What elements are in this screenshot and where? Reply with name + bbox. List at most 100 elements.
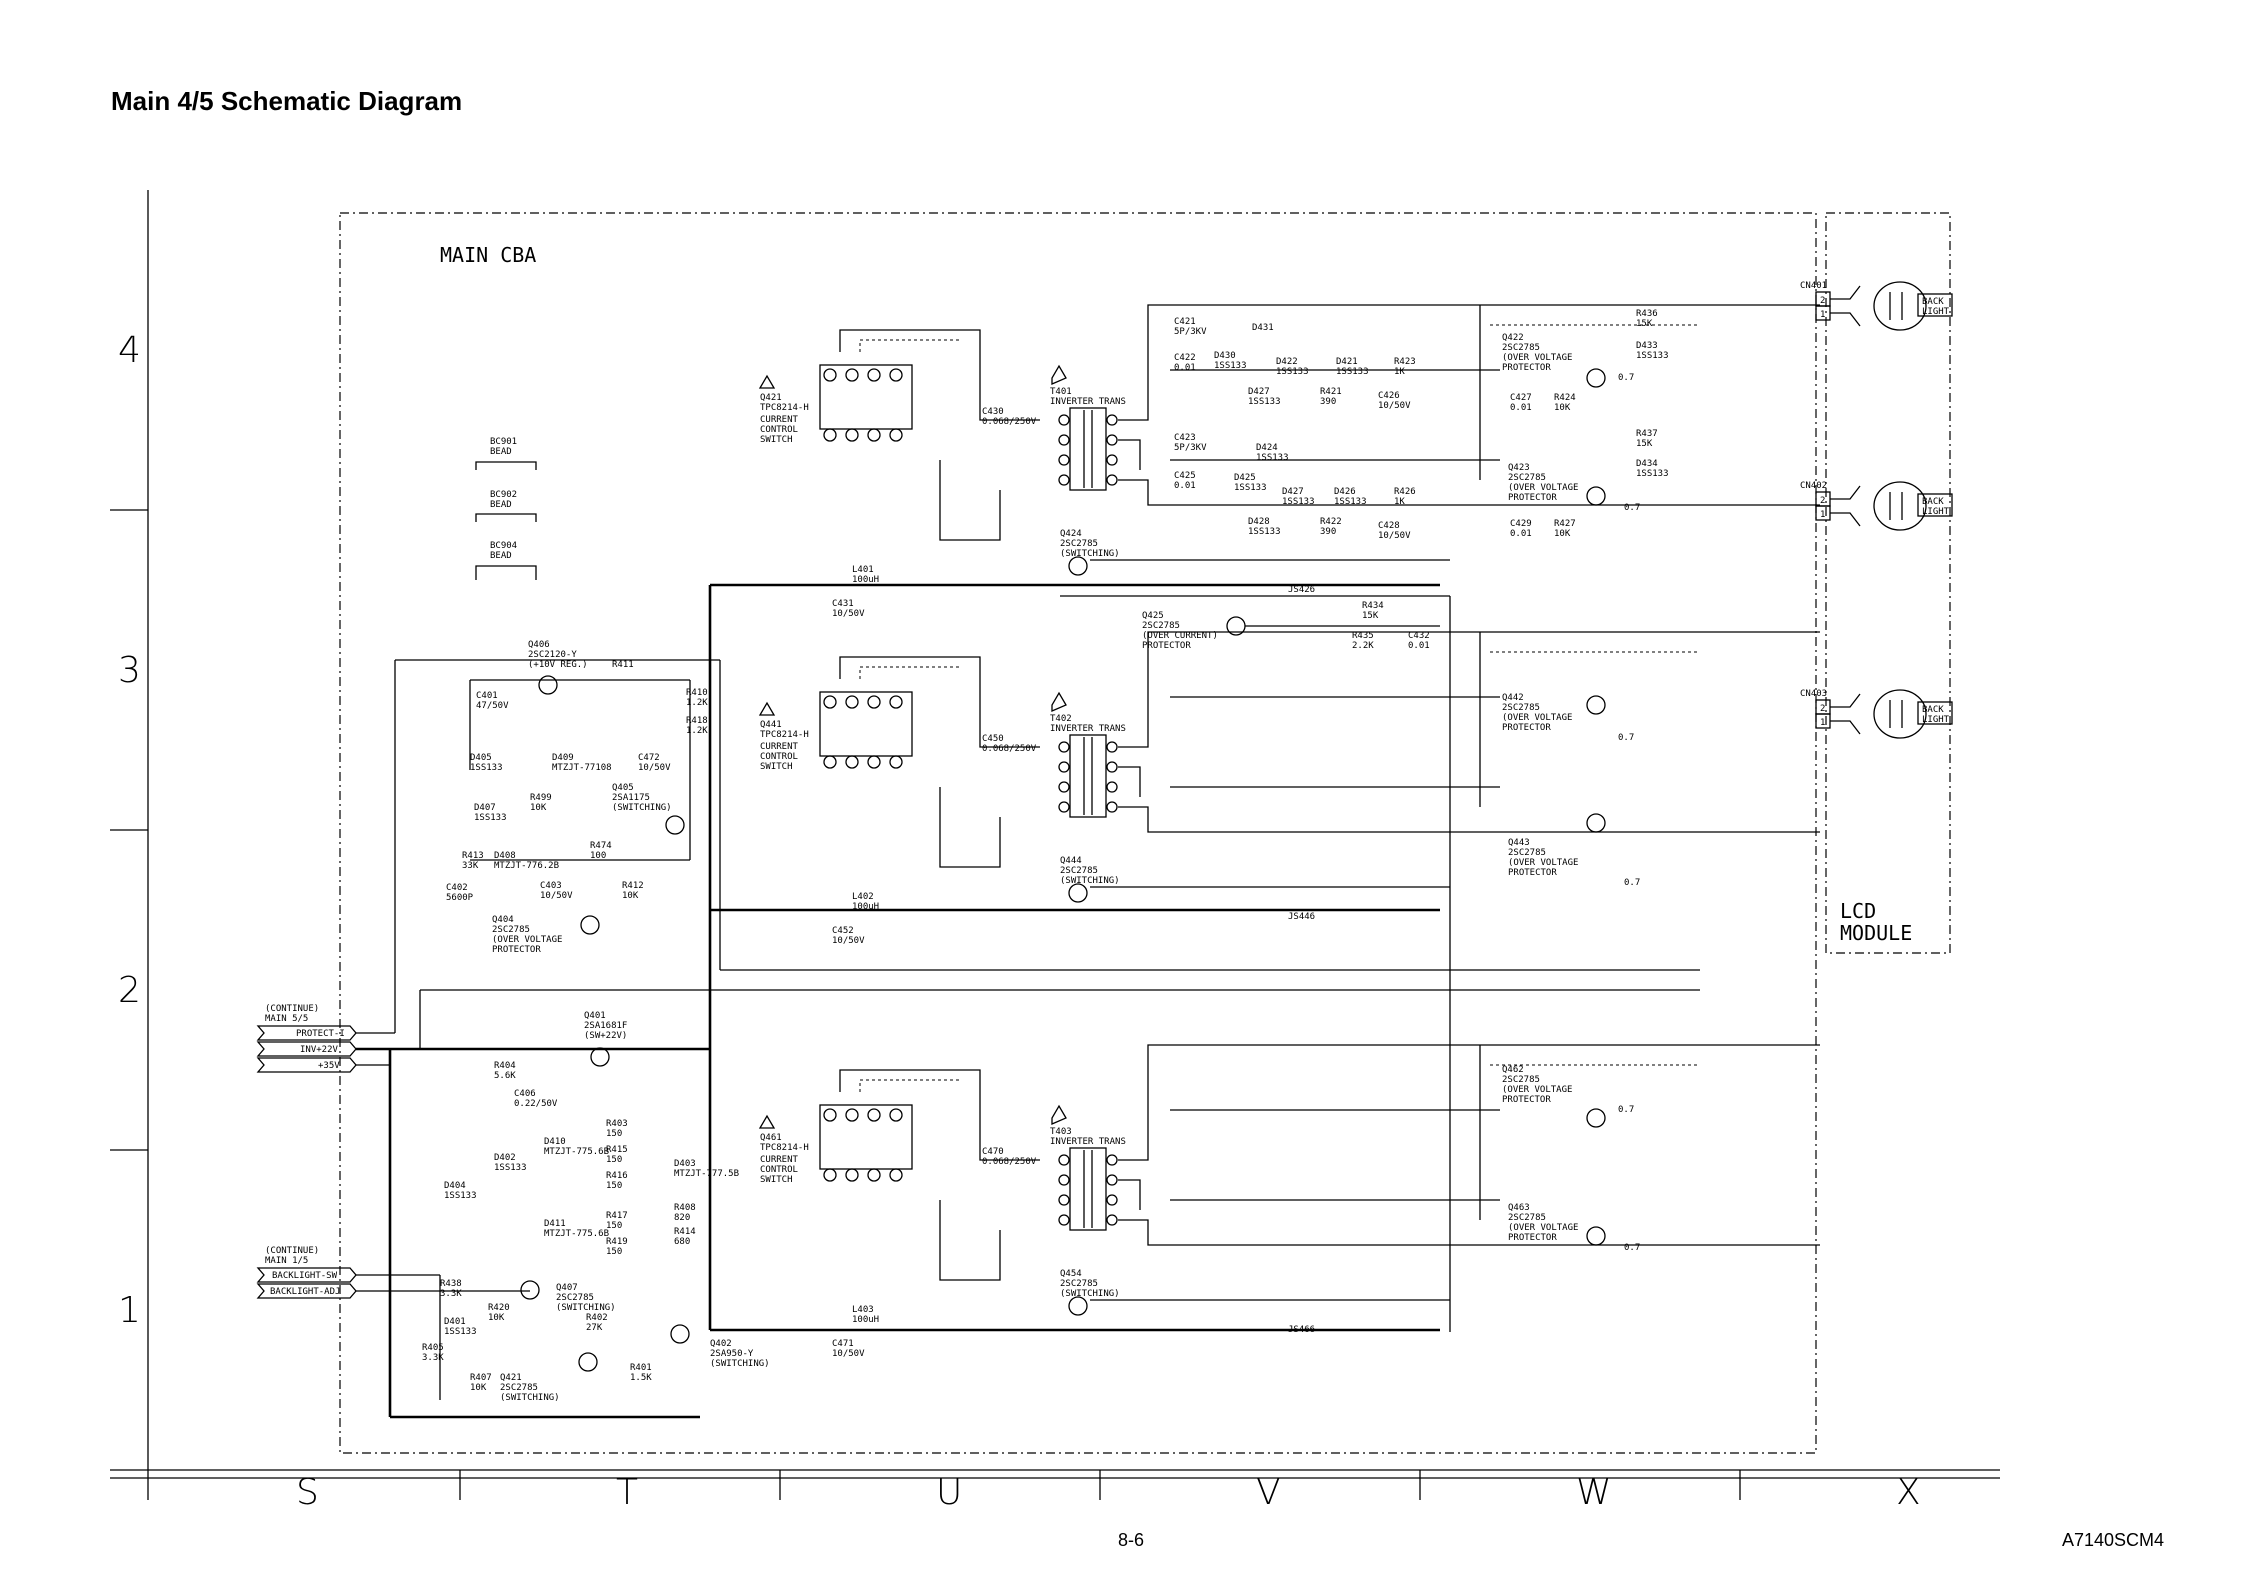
hv-part-val: 1SS133 [1248,397,1281,407]
grid-frame [110,190,2000,1500]
inverter-block: Q461TPC8214-HCURRENTCONTROLSWITCHT403INV… [758,1044,1820,1359]
coil-ref: L403 [852,1305,874,1315]
lcd-label-2: MODULE [1840,921,1912,945]
q425-ref: Q425 [1142,611,1164,621]
q405-ref: Q405 [612,783,634,793]
grid-col-x: X [1896,1472,1921,1513]
r405-ref: R405 [422,1343,444,1353]
q425-role: (OVER CURRENT) [1142,631,1218,641]
r401-ref: R401 [630,1363,652,1373]
connector-ref: CN401 [1800,281,1827,291]
r413-val: 33K [462,861,479,871]
protector-ref: Q423 [1508,463,1530,473]
r415-ref: R415 [606,1145,628,1155]
q407-part: 2SC2785 [556,1293,594,1303]
grid-row-2: 2 [118,970,141,1011]
hv-part-ref: D421 [1336,357,1358,367]
trans-name: INVERTER TRANS [1050,397,1126,407]
switch-cluster: Q401 2SA1681F (SW+22V) R404 5.6K C406 0.… [422,1011,770,1403]
protector-part: 2SC2785 [1508,848,1546,858]
trans-ref: T401 [1050,387,1072,397]
q404-ref: Q404 [492,915,514,925]
r404-val: 5.6K [494,1071,516,1081]
backlight-label: BACK [1922,297,1944,307]
hv-part-val: 1SS133 [1636,469,1669,479]
protector-voltage: 0.7 [1624,878,1640,888]
r434-val: 15K [1362,611,1379,621]
sw-part: 2SC2785 [1060,539,1098,549]
d403-ref: D403 [674,1159,696,1169]
protector-ref: Q463 [1508,1203,1530,1213]
hv-part-val: 1SS133 [1256,453,1289,463]
jumper-ref: JS466 [1288,1325,1315,1335]
r420-ref: R420 [488,1303,510,1313]
c401-ref: C401 [476,691,498,701]
q425-role: PROTECTOR [1142,641,1191,651]
hv-part-ref: C428 [1378,521,1400,531]
r438-ref: R438 [440,1279,462,1289]
hv-part-ref: C425 [1174,471,1196,481]
regulator-cluster: Q406 2SC2120-Y (+10V REG.) R411 C401 47/… [446,640,708,955]
inverter-block: Q441TPC8214-HCURRENTCONTROLSWITCHT402INV… [758,631,1820,946]
continue-label: MAIN 5/5 [265,1014,308,1024]
main-cba-boundary [339,212,1817,1454]
trans-name: INVERTER TRANS [1050,1137,1126,1147]
q401-ref: Q401 [584,1011,606,1021]
hv-part-ref: C426 [1378,391,1400,401]
d410-val: MTZJT-775.6B [544,1147,609,1157]
hv-part-ref: C427 [1510,393,1532,403]
protector-part: 2SC2785 [1508,1213,1546,1223]
q406-ref: Q406 [528,640,550,650]
trans-ref: T403 [1050,1127,1072,1137]
bead-val: BEAD [490,500,512,510]
d404-ref: D404 [444,1181,466,1191]
hv-part-ref: R437 [1636,429,1658,439]
d402-ref: D402 [494,1153,516,1163]
d402-val: 1SS133 [494,1163,527,1173]
hv-part-val: 390 [1320,397,1336,407]
protector-part: 2SC2785 [1502,703,1540,713]
d405-ref: D405 [470,753,492,763]
d408-val: MTZJT-776.2B [494,861,559,871]
q406-part: 2SC2120-Y [528,650,577,660]
q401-part: 2SA1681F [584,1021,627,1031]
cap-val: 10/50V [832,609,865,619]
q406-role: (+10V REG.) [528,660,588,670]
c472-ref: C472 [638,753,660,763]
protector-ref: Q442 [1502,693,1524,703]
connector-pin: 2 [1820,296,1825,306]
sw-role: (SWITCHING) [1060,876,1120,886]
r414-ref: R414 [674,1227,696,1237]
continue-label: (CONTINUE) [265,1004,319,1014]
sw-role: (SWITCHING) [1060,1289,1120,1299]
hv-part-ref: D427 [1248,387,1270,397]
hv-part-ref: C423 [1174,433,1196,443]
hv-part-ref: R427 [1554,519,1576,529]
backlight-sw-signal: BACKLIGHT-SW [272,1271,338,1281]
q421b-role: (SWITCHING) [500,1393,560,1403]
continue-label: (CONTINUE) [265,1246,319,1256]
ic-role: CONTROL [760,1165,798,1175]
hv-part-val: 1K [1394,367,1405,377]
cap-val: 10/50V [832,936,865,946]
hv-part-ref: D426 [1334,487,1356,497]
r410-ref: R410 [686,688,708,698]
sw-ref: Q424 [1060,529,1082,539]
hv-part-val: 10K [1554,529,1571,539]
q405-part: 2SA1175 [612,793,650,803]
cap-val: 0.068/250V [982,417,1037,427]
hv-part-ref: D430 [1214,351,1236,361]
protector-ref: Q422 [1502,333,1524,343]
hv-part-val: 1SS133 [1336,367,1369,377]
d409-val: MTZJT-77108 [552,763,612,773]
hv-part-val: 10/50V [1378,531,1411,541]
hv-part-val: 1SS133 [1214,361,1247,371]
c402-val: 5600P [446,893,474,903]
